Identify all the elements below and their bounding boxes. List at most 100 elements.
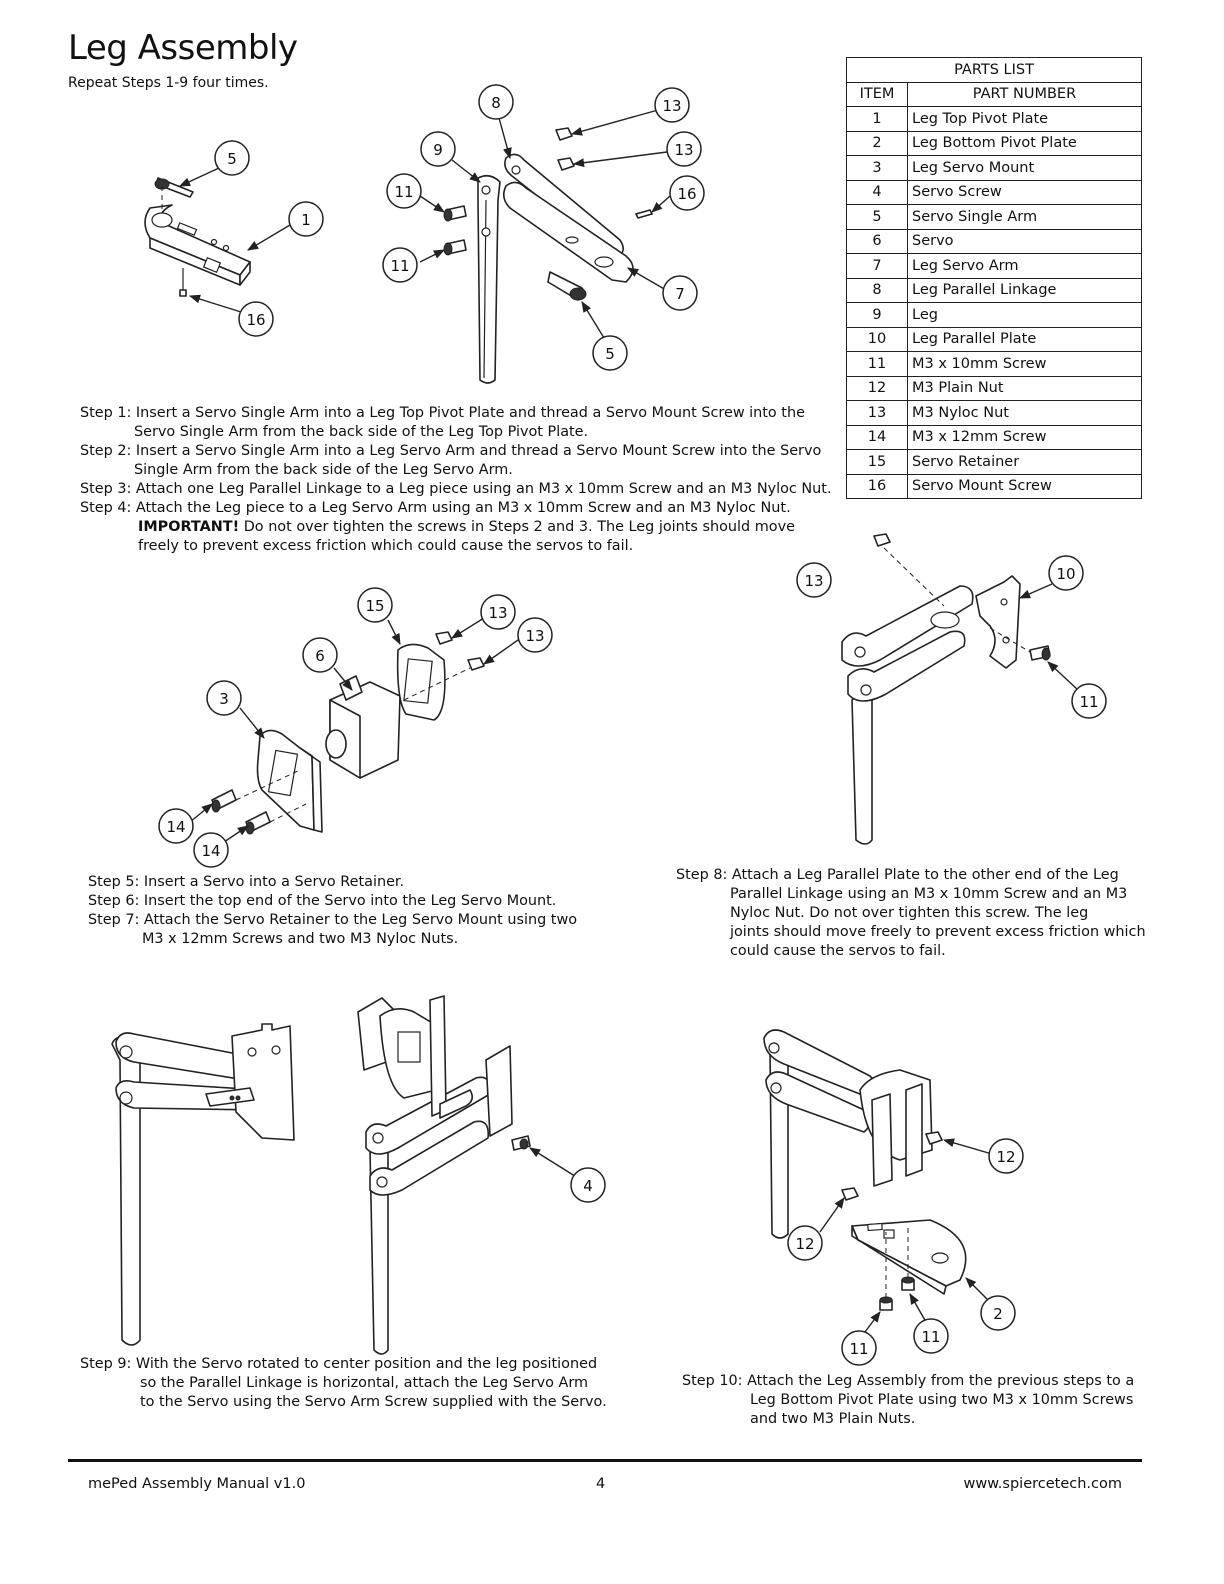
step-7-line-2: M3 x 12mm Screws and two M3 Nyloc Nuts. xyxy=(142,931,459,947)
callout-number: 3 xyxy=(219,690,229,708)
callout-number: 13 xyxy=(674,141,693,159)
callout-number: 14 xyxy=(201,842,220,860)
callout-bubble: 2 xyxy=(980,1295,1016,1331)
figure-leg-and-linkage xyxy=(419,109,671,384)
callout-circle xyxy=(193,832,229,868)
figure-bottom-pivot-plate xyxy=(763,1029,993,1337)
footer-website: www.spiercetech.com xyxy=(963,1476,1122,1492)
callout-bubble: 16 xyxy=(238,301,274,337)
callout-circle xyxy=(669,175,705,211)
callout-circle xyxy=(1071,683,1107,719)
callout-circle xyxy=(980,1295,1016,1331)
callout-number: 2 xyxy=(993,1305,1003,1323)
step-10-line-1: Step 10: Attach the Leg Assembly from th… xyxy=(682,1373,1135,1389)
callout-circle xyxy=(158,808,194,844)
callout-circle xyxy=(478,84,514,120)
callout-number: 12 xyxy=(795,1235,814,1253)
callout-bubble: 6 xyxy=(302,637,338,673)
important-label: IMPORTANT! xyxy=(138,519,240,535)
callout-number: 16 xyxy=(246,311,265,329)
step-10-line-3: and two M3 Plain Nuts. xyxy=(750,1411,916,1427)
callout-number: 12 xyxy=(996,1148,1015,1166)
step-5-text: Step 5: Insert a Servo into a Servo Reta… xyxy=(88,874,405,890)
parts-part-name: Leg Top Pivot Plate xyxy=(907,106,1142,132)
parts-item-number: 16 xyxy=(846,473,908,499)
callout-bubble: 9 xyxy=(420,131,456,167)
callout-number: 11 xyxy=(394,183,413,201)
parts-part-name: Servo Single Arm xyxy=(907,204,1142,230)
step-8-line-5: could cause the servos to fail. xyxy=(730,943,946,959)
callout-bubble: 11 xyxy=(386,173,422,209)
callout-number: 11 xyxy=(921,1328,940,1346)
callout-bubble: 13 xyxy=(480,594,516,630)
step-2-line-1: Step 2: Insert a Servo Single Arm into a… xyxy=(80,443,822,459)
callout-circle xyxy=(592,335,628,371)
figure-side-view xyxy=(111,1023,295,1346)
callout-bubble: 14 xyxy=(193,832,229,868)
callout-number: 13 xyxy=(804,572,823,590)
callout-circle xyxy=(662,275,698,311)
parts-part-name: Leg Parallel Plate xyxy=(907,326,1142,352)
parts-part-name: M3 x 12mm Screw xyxy=(907,424,1142,450)
callout-circle xyxy=(288,201,324,237)
column-header-part-number: PART NUMBER xyxy=(907,81,1142,107)
callout-number: 4 xyxy=(583,1177,593,1195)
parts-part-name: Servo Mount Screw xyxy=(907,473,1142,499)
step-6-text: Step 6: Insert the top end of the Servo … xyxy=(88,893,557,909)
step-1-line-1: Step 1: Insert a Servo Single Arm into a… xyxy=(80,405,805,421)
step-10-text: Step 10: Attach the Leg Assembly from th… xyxy=(682,1372,1134,1429)
parts-item-number: 14 xyxy=(846,424,908,450)
callout-circle xyxy=(214,140,250,176)
callout-circle xyxy=(382,247,418,283)
callout-number: 15 xyxy=(365,597,384,615)
parts-item-number: 15 xyxy=(846,449,908,475)
callout-circle xyxy=(357,587,393,623)
step-10-line-2: Leg Bottom Pivot Plate using two M3 x 10… xyxy=(750,1392,1134,1408)
callout-circle xyxy=(841,1330,877,1366)
callout-bubble: 5 xyxy=(214,140,250,176)
step-9-line-2: so the Parallel Linkage is horizontal, a… xyxy=(140,1375,589,1391)
steps-1-4-text: Step 1: Insert a Servo Single Arm into a… xyxy=(80,404,832,556)
parts-item-number: 1 xyxy=(846,106,908,132)
step-9-text: Step 9: With the Servo rotated to center… xyxy=(80,1355,607,1412)
callout-bubble: 14 xyxy=(158,808,194,844)
callout-circle xyxy=(988,1138,1024,1174)
callout-circle xyxy=(238,301,274,337)
parts-part-name: Servo xyxy=(907,228,1142,254)
callout-number: 13 xyxy=(525,627,544,645)
callout-bubble: 11 xyxy=(913,1318,949,1354)
steps-5-7-text: Step 5: Insert a Servo into a Servo Reta… xyxy=(88,873,577,949)
parts-list-title: PARTS LIST xyxy=(846,57,1142,83)
step-8-line-4: joints should move freely to prevent exc… xyxy=(730,924,1146,940)
step-8-line-1: Step 8: Attach a Leg Parallel Plate to t… xyxy=(676,867,1119,883)
callout-circle xyxy=(787,1225,823,1261)
callout-circle xyxy=(420,131,456,167)
figure-isometric-servo-arm xyxy=(357,995,579,1355)
callout-bubble: 7 xyxy=(662,275,698,311)
callout-bubble: 13 xyxy=(654,87,690,123)
callout-bubble: 11 xyxy=(382,247,418,283)
callout-bubble: 13 xyxy=(517,617,553,653)
footer-manual-title: mePed Assembly Manual v1.0 xyxy=(88,1476,306,1492)
callout-number: 14 xyxy=(166,818,185,836)
step-8-text: Step 8: Attach a Leg Parallel Plate to t… xyxy=(676,866,1146,961)
step-9-line-1: Step 9: With the Servo rotated to center… xyxy=(80,1356,598,1372)
callout-number: 8 xyxy=(491,94,501,112)
callout-circle xyxy=(913,1318,949,1354)
step-4-text: Step 4: Attach the Leg piece to a Leg Se… xyxy=(80,500,791,516)
callout-number: 9 xyxy=(433,141,443,159)
callout-number: 7 xyxy=(675,285,685,303)
callout-circle xyxy=(1048,555,1084,591)
parts-item-number: 2 xyxy=(846,130,908,156)
callout-number: 5 xyxy=(227,150,237,168)
footer-page-number: 4 xyxy=(596,1476,606,1492)
step-7-line-1: Step 7: Attach the Servo Retainer to the… xyxy=(88,912,578,928)
callout-bubble: 13 xyxy=(666,131,702,167)
callout-number: 11 xyxy=(849,1340,868,1358)
